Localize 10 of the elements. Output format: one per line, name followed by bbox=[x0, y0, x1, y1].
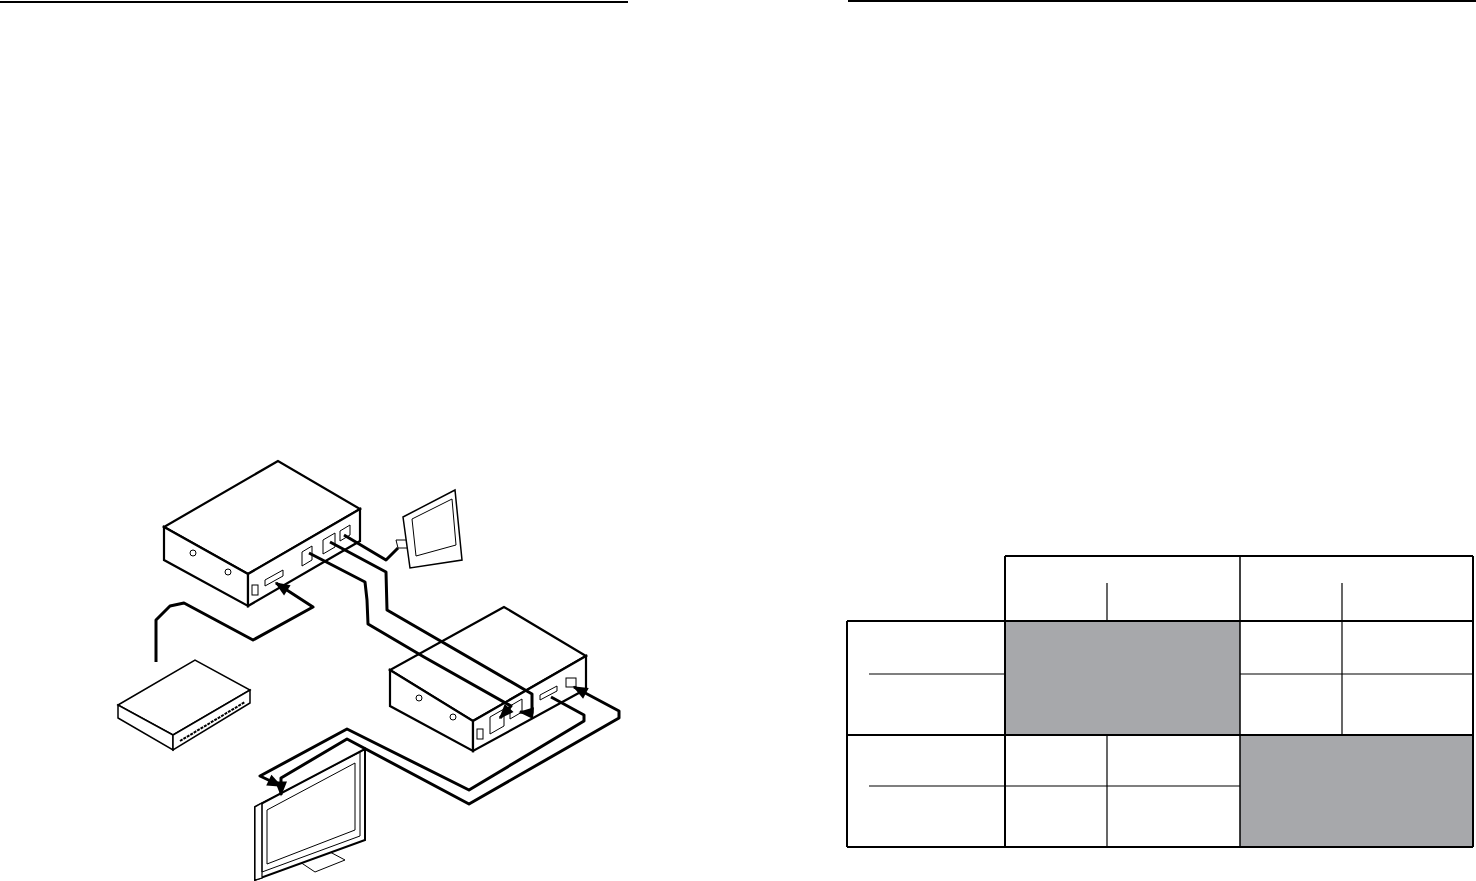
cable-arrow bbox=[154, 581, 315, 662]
extender-drawing bbox=[387, 605, 589, 753]
tablet-drawing bbox=[395, 488, 463, 569]
monitor-drawing bbox=[254, 747, 366, 881]
extender-drawing bbox=[161, 459, 363, 608]
cable-arrow bbox=[258, 695, 586, 792]
cable-arrow bbox=[329, 540, 534, 720]
player-drawing bbox=[116, 659, 252, 752]
cable-arrow bbox=[308, 551, 514, 720]
cable-arrow bbox=[275, 685, 621, 806]
